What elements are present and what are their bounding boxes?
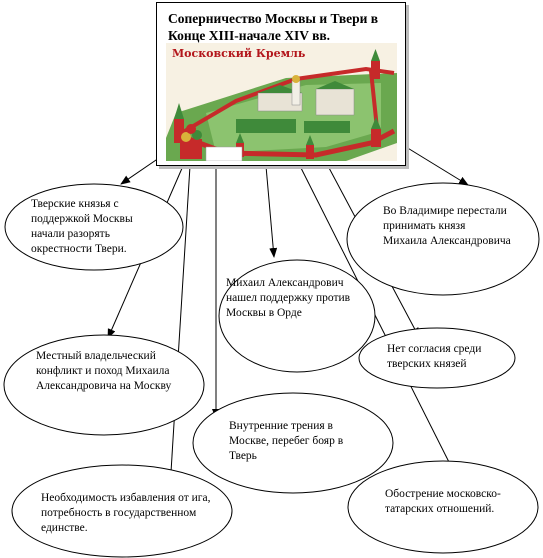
diagram-title: Соперничество Москвы и Твери в Конце XII… — [168, 11, 379, 43]
arrow-to-tver-princes — [120, 157, 160, 185]
kremlin-picture: Московский Кремль — [166, 43, 397, 161]
node-ellipse-mikhail-horde — [218, 259, 376, 373]
title-box: Соперничество Москвы и Твери в Конце XII… — [156, 2, 406, 166]
arrow-to-yoke — [166, 165, 191, 489]
arrow-to-mikhail-horde — [265, 165, 278, 258]
node-ellipse-internal-strife — [192, 392, 394, 494]
node-text-tver-princes: Тверские князья с поддержкой Москвы нача… — [31, 198, 133, 255]
node-ellipse-tatar-relations — [347, 460, 539, 554]
arrow-to-vladimir — [405, 146, 469, 186]
node-text-yoke: Необходимость избавления от ига, потребн… — [41, 492, 211, 534]
node-ellipse-no-agreement — [358, 327, 516, 389]
node-text-tatar-relations: Обострение московско-татарских отношений… — [385, 488, 501, 515]
arrow-to-tatar-relations — [299, 165, 459, 481]
node-ellipse-tver-princes — [4, 183, 184, 271]
node-text-internal-strife: Внутренние трения в Москве, перебег бояр… — [229, 420, 344, 462]
node-ellipse-vladimir — [346, 182, 540, 296]
node-ellipse-yoke — [11, 464, 233, 558]
node-text-vladimir: Во Владимире перестали принимать князя М… — [383, 205, 511, 247]
node-text-mikhail-horde: Михаил Александрович нашел поддержку про… — [226, 277, 351, 319]
node-text-no-agreement: Нет согласия среди тверских князей — [387, 343, 482, 370]
picture-caption: Московский Кремль — [172, 47, 306, 60]
node-ellipse-local-conflict — [3, 334, 205, 436]
node-text-local-conflict: Местный владельческий конфликт и поход М… — [36, 350, 172, 392]
